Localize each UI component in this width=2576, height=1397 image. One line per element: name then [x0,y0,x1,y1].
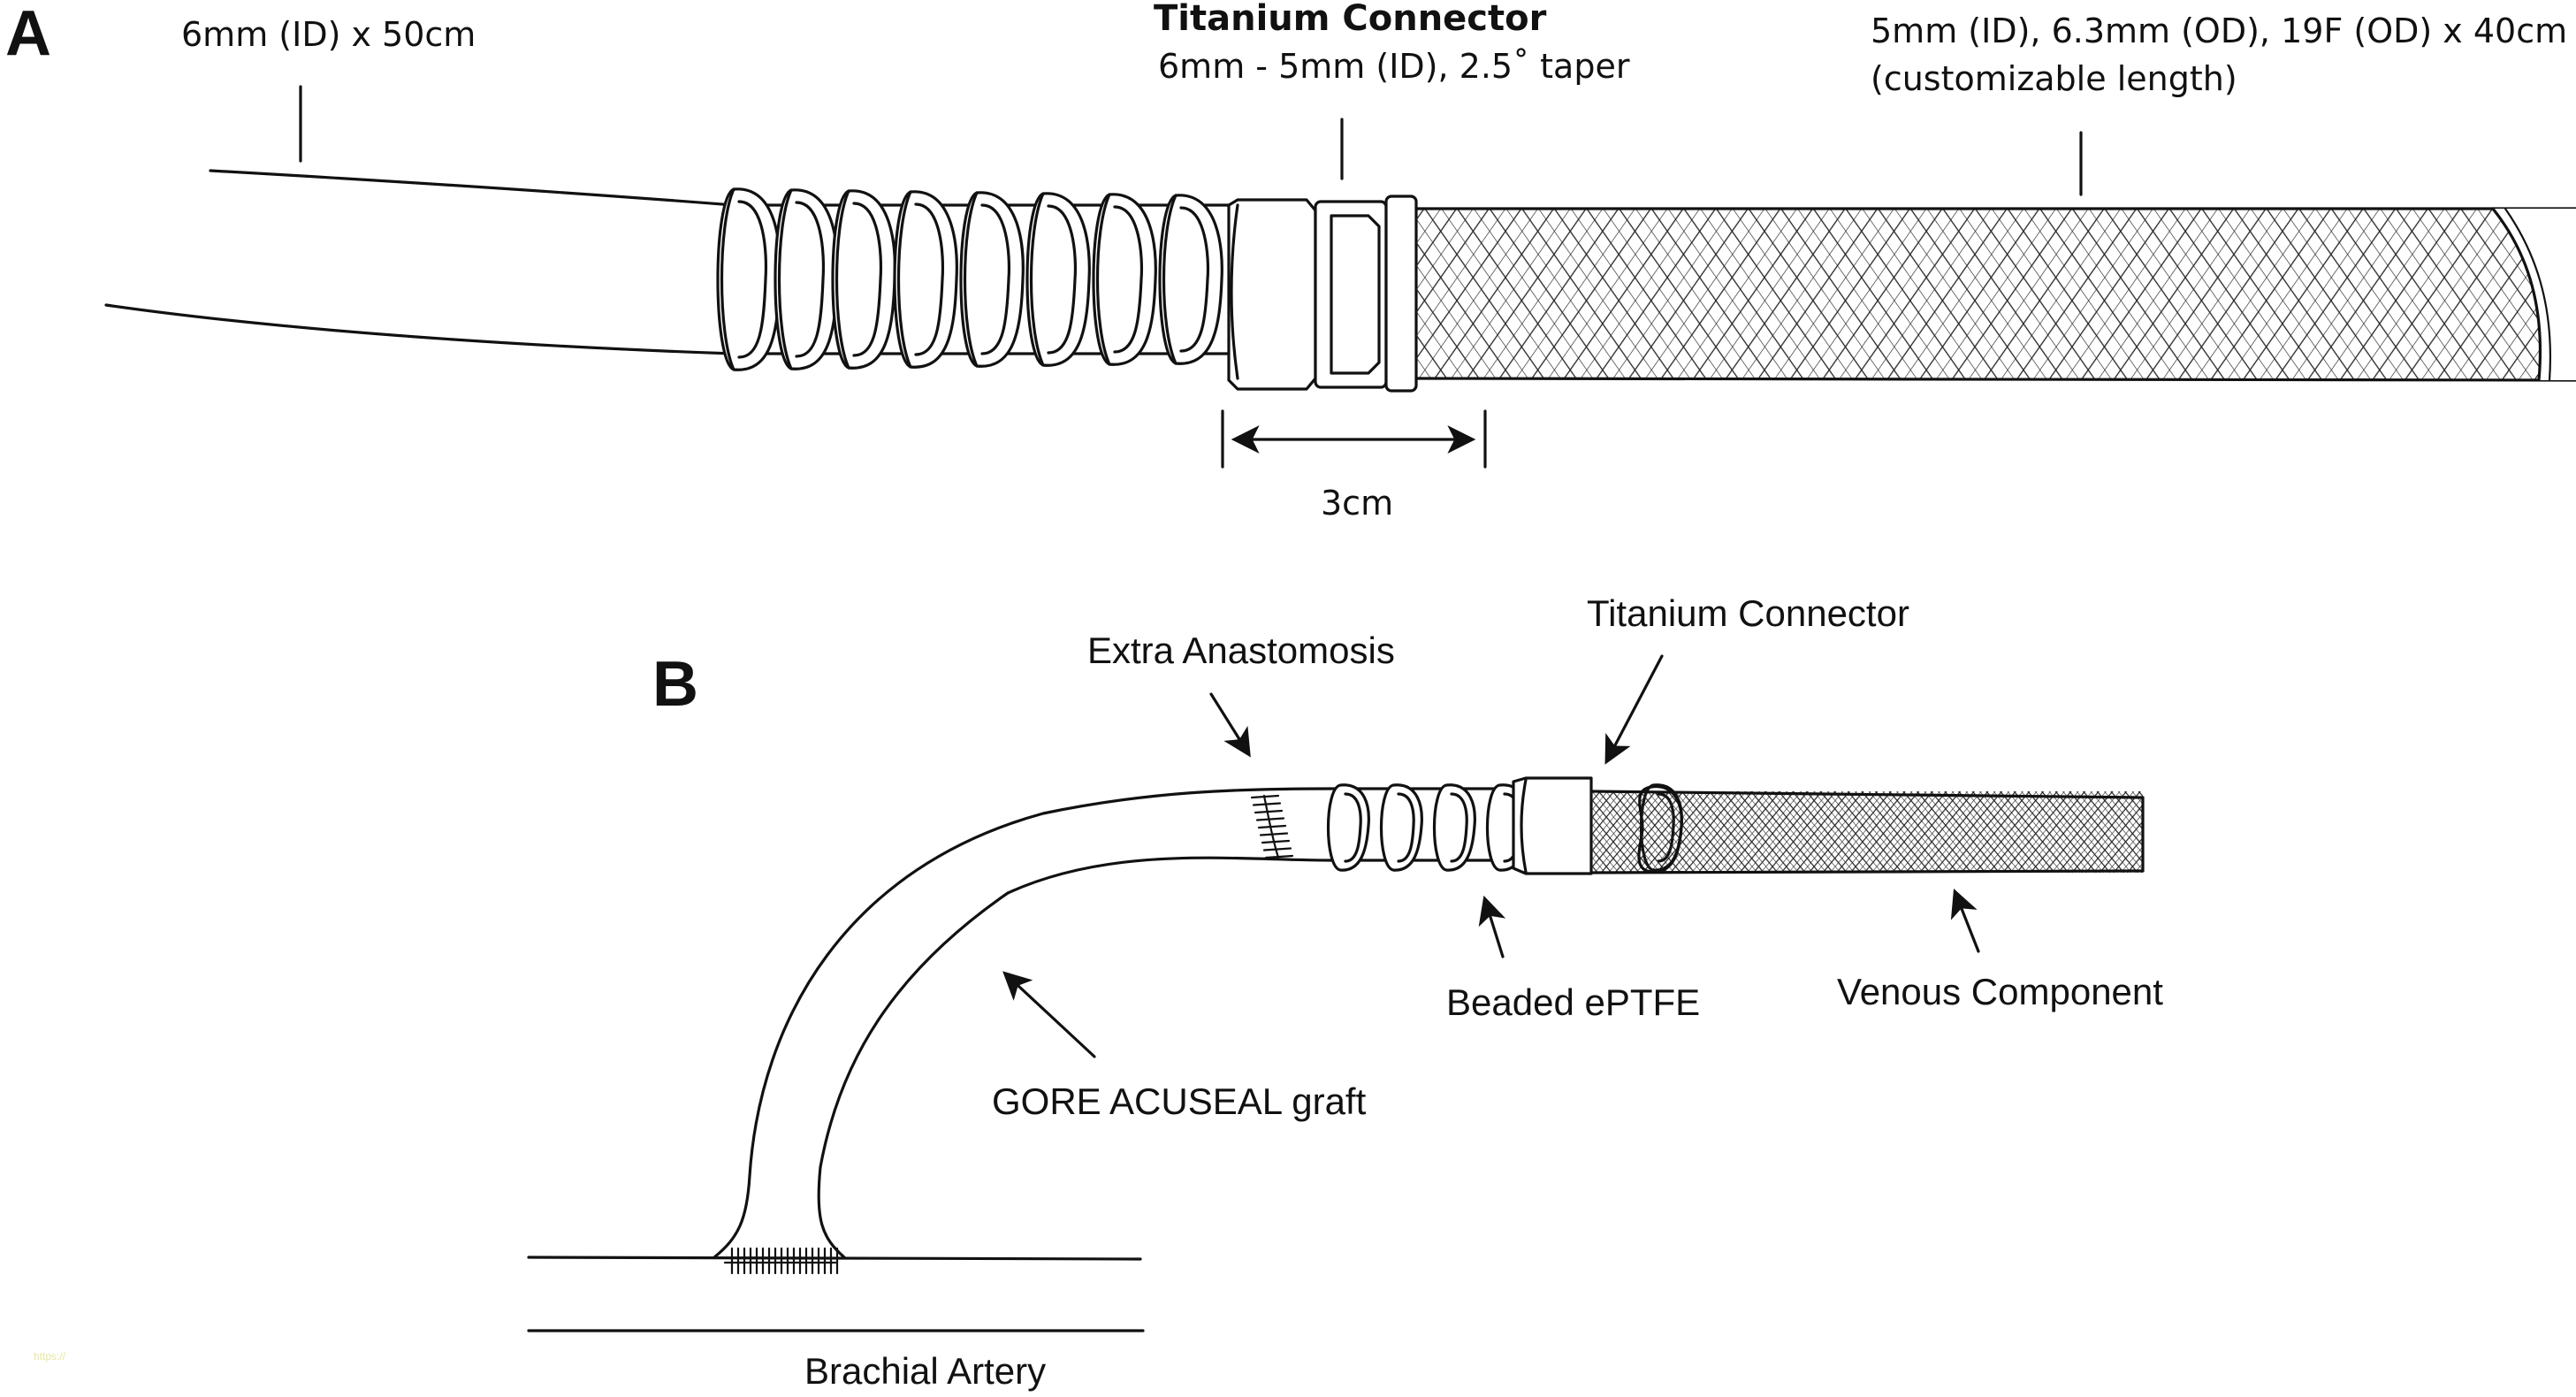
beaded-rings-a [716,187,1223,371]
titanium-connector-arrow [1604,654,1664,765]
bead-ring [959,191,1025,368]
graft-tube-a [209,169,735,207]
extra-anastomosis-label: Extra Anastomosis [1087,630,1395,671]
beaded-eptfe-label: Beaded ePTFE [1446,981,1700,1023]
venous-component-arrow [1950,889,1980,953]
dimension-label: 3cm [1321,484,1393,523]
panel-a: A [5,0,2576,523]
bead-ring [1092,193,1157,366]
watermark: https:// [34,1350,66,1363]
venous-spec-line1: 5mm (ID), 6.3mm (OD), 19F (OD) x 40cm [1871,11,2567,50]
bead-ring [1158,194,1223,365]
venous-component-b [1589,785,2145,874]
gore-graft-arrow [1002,971,1096,1058]
connector-title-label: Titanium Connector [1154,0,1547,39]
beaded-eptfe-arrow [1478,895,1506,958]
extra-anastomosis-sutures [1250,794,1294,859]
bead-ring [1379,783,1423,872]
gore-graft-label: GORE ACUSEAL graft [992,1080,1367,1122]
bead-ring [1025,192,1091,367]
bead-ring [716,187,781,371]
titanium-connector-a [1227,195,1418,393]
titanium-connector-b [1512,776,1593,875]
panel-a-letter: A [5,0,51,69]
gore-graft-inner [817,856,1332,1259]
venous-spec-line2: (customizable length) [1871,59,2237,98]
dimension-3cm [1221,409,1487,469]
venous-component-label: Venous Component [1837,971,2163,1012]
titanium-connector-label: Titanium Connector [1587,592,1909,634]
brachial-artery-label: Brachial Artery [804,1350,1046,1392]
venous-component-a [1414,207,2576,382]
panel-b: B [527,592,2163,1392]
connector-spec-label: 6mm - 5mm (ID), 2.5˚ taper [1158,47,1630,86]
gore-graft-outer [713,787,1332,1259]
brachial-artery-top-wall [527,1256,1142,1261]
bead-ring [1326,783,1370,872]
artery-anastomosis-sutures [730,1247,839,1275]
bead-ring [893,190,958,369]
extra-anastomosis-arrow [1209,692,1251,758]
bead-ring [774,188,839,370]
graft-spec-label: 6mm (ID) x 50cm [181,15,476,54]
graft-tube-a-lower [104,303,735,355]
bead-ring [1432,783,1476,872]
bead-ring [831,189,896,370]
panel-b-letter: B [652,649,698,720]
